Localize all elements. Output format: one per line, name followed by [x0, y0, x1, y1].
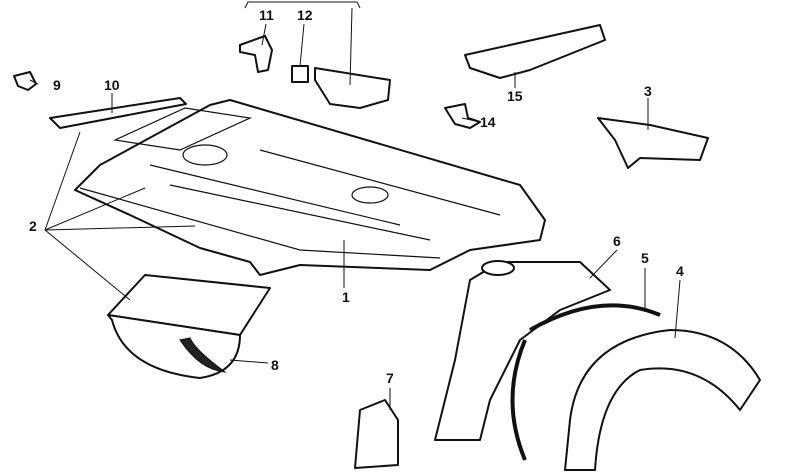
part-9-clip	[13, 71, 37, 91]
part-7-bracket	[354, 399, 399, 469]
group-bracket	[244, 1, 361, 9]
bracket-assembly	[314, 67, 391, 109]
part-15-cover	[464, 24, 606, 79]
part-12-nut	[291, 65, 309, 83]
callout-9: 9	[53, 77, 61, 93]
callout-1: 1	[342, 289, 350, 305]
callout-3: 3	[644, 83, 652, 99]
callout-6: 6	[613, 233, 621, 249]
callout-12: 12	[297, 7, 313, 23]
callout-5: 5	[641, 250, 649, 266]
callout-15: 15	[507, 88, 523, 104]
part-8-tub	[107, 274, 271, 379]
part-10-bracket	[49, 97, 187, 129]
part-11-bracket	[239, 35, 273, 73]
callout-10: 10	[104, 77, 120, 93]
leader-lines	[29, 7, 681, 410]
callout-4: 4	[676, 263, 684, 279]
callout-14: 14	[480, 114, 496, 130]
part-3-panel	[597, 117, 709, 169]
part-5-seal	[510, 303, 661, 461]
callout-2: 2	[29, 218, 37, 234]
part-1-floor-panel	[74, 99, 546, 276]
callout-7: 7	[386, 370, 394, 386]
part-4-liner	[564, 329, 761, 471]
callout-8: 8	[271, 357, 279, 373]
part-6-wheel-housing	[434, 260, 611, 441]
callout-11: 11	[259, 7, 274, 23]
part-14-clip	[444, 103, 481, 129]
